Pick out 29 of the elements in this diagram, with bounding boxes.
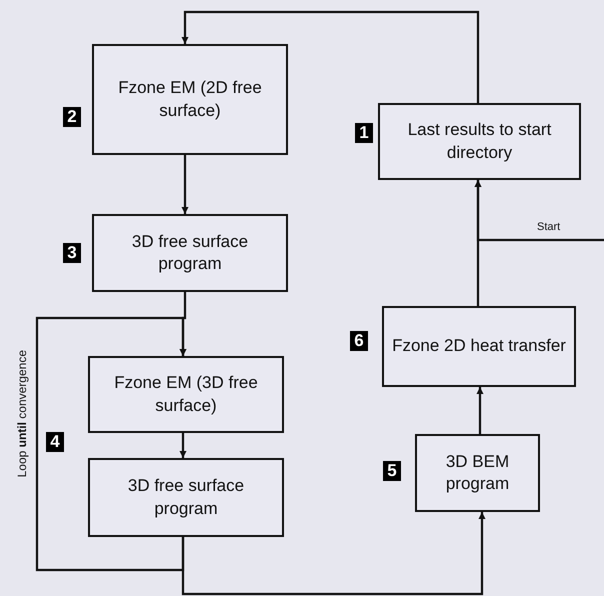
process-box	[88, 356, 284, 433]
box-text: 3D BEM program	[444, 450, 510, 495]
process-box	[88, 458, 284, 537]
box-text: 3D free surface program	[126, 475, 246, 520]
step-number: 1	[355, 123, 373, 143]
step-number: 3	[63, 243, 81, 263]
step-number: 5	[383, 461, 401, 481]
arrow	[182, 155, 188, 214]
box-text: Fzone EM (3D free surface)	[113, 372, 259, 416]
box-text: Last results to start directory	[406, 119, 552, 164]
arrow	[474, 180, 604, 242]
arrow	[182, 512, 486, 596]
process-box	[382, 306, 576, 387]
step-number: 2	[63, 107, 81, 127]
arrow	[36, 316, 186, 572]
box-text: 3D free surface program	[130, 230, 250, 275]
box-text: Fzone EM (2D free surface)	[117, 77, 263, 122]
box-text: Fzone 2D heat transfer	[392, 335, 566, 358]
process-box	[92, 44, 288, 155]
arrow	[182, 10, 480, 103]
process-box	[92, 214, 288, 292]
step-number: 6	[350, 331, 368, 351]
step-number: 4	[46, 432, 64, 452]
arrow	[180, 433, 186, 458]
process-box	[378, 103, 581, 180]
edge-label: Start	[535, 221, 562, 233]
loop-note: Loop until convergence	[15, 350, 29, 478]
arrow	[476, 387, 484, 434]
process-box	[415, 434, 540, 512]
